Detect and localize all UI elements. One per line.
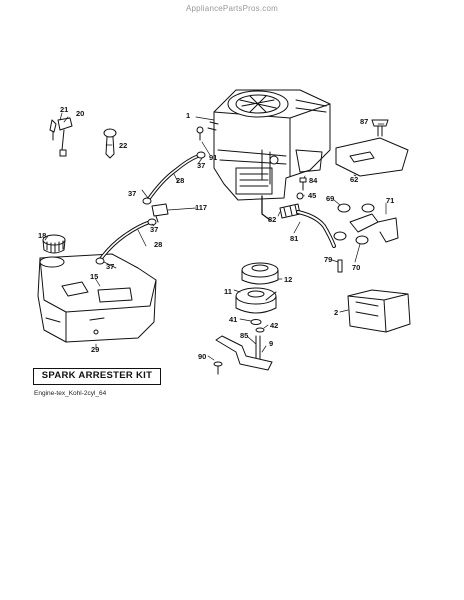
callout-82: 82	[268, 215, 276, 224]
fuel-tank[interactable]	[37, 253, 157, 343]
hose-clamp-2[interactable]	[142, 197, 152, 205]
callout-15: 15	[90, 272, 98, 281]
callout-18: 18	[38, 231, 46, 240]
bearing-41[interactable]	[250, 319, 262, 325]
callout-81: 81	[290, 234, 298, 243]
hose-clamp-1[interactable]	[196, 151, 206, 159]
engine-assembly[interactable]	[207, 89, 331, 221]
callout-41: 41	[229, 315, 237, 324]
clutch-bracket-9[interactable]	[215, 335, 273, 371]
callout-42: 42	[270, 321, 278, 330]
screw-91[interactable]	[196, 126, 204, 141]
spark-arrester-kit-label: SPARK ARRESTER KIT	[33, 368, 161, 385]
callout-37b: 37	[128, 189, 136, 198]
muffler[interactable]	[347, 289, 411, 333]
callout-28a: 28	[176, 176, 184, 185]
callout-69: 69	[326, 194, 334, 203]
callout-11: 11	[224, 287, 232, 296]
callout-70: 70	[352, 263, 360, 272]
bolt-87[interactable]	[371, 119, 389, 137]
callout-1: 1	[186, 111, 190, 120]
bolt-84[interactable]	[299, 177, 307, 191]
callout-21: 21	[60, 105, 68, 114]
bolt-90[interactable]	[213, 361, 223, 375]
callout-29: 29	[91, 345, 99, 354]
clamp-70[interactable]	[333, 231, 369, 245]
fitting-82[interactable]	[279, 203, 301, 219]
bolt-79[interactable]	[337, 259, 343, 273]
callout-37d: 37	[106, 262, 114, 271]
hose-clamp-3[interactable]	[147, 218, 157, 226]
bumper-plug[interactable]	[103, 128, 117, 159]
muffler-bracket-71[interactable]	[349, 213, 399, 243]
callout-85: 85	[240, 331, 248, 340]
callout-90: 90	[198, 352, 206, 361]
callout-84: 84	[309, 176, 318, 185]
callout-45: 45	[308, 191, 316, 200]
fuel-shutoff-valve[interactable]	[57, 117, 73, 157]
electric-pto-clutch[interactable]	[235, 287, 277, 314]
callout-79: 79	[324, 255, 332, 264]
callout-22: 22	[119, 141, 127, 150]
callout-numbers: 1 21 20 22 18 15 28 28 37 37 37 37 117 9…	[38, 105, 394, 361]
callout-12: 12	[284, 275, 292, 284]
nut-45[interactable]	[296, 192, 304, 200]
engine-pulley[interactable]	[241, 262, 279, 285]
diagram-caption: Engine-tex_Kohl-2cyl_64	[34, 390, 107, 397]
fuel-cap[interactable]	[42, 234, 66, 254]
callout-2: 2	[334, 308, 338, 317]
muffler-hose[interactable]	[296, 210, 336, 248]
callout-71: 71	[386, 196, 394, 205]
fuel-filter[interactable]	[151, 203, 169, 223]
clamp-69[interactable]	[337, 203, 375, 213]
heat-shield[interactable]	[335, 137, 409, 177]
fuel-line-upper[interactable]	[146, 154, 200, 202]
leader-lines	[44, 112, 387, 361]
callout-87: 87	[360, 117, 368, 126]
callout-37c: 37	[150, 225, 158, 234]
fuel-line-clamp[interactable]	[49, 119, 57, 141]
callout-20: 20	[76, 109, 84, 118]
callout-117: 117	[195, 203, 207, 212]
fuel-line-lower[interactable]	[98, 220, 152, 262]
bolt-85[interactable]	[255, 335, 261, 363]
callout-28b: 28	[154, 240, 162, 249]
washer-42[interactable]	[255, 327, 265, 333]
hose-clamp-4[interactable]	[95, 257, 105, 265]
callout-91: 91	[209, 153, 217, 162]
callout-37a: 37	[197, 161, 205, 170]
watermark: AppliancePartsPros.com	[186, 4, 278, 13]
callout-9: 9	[269, 339, 273, 348]
callout-62: 62	[350, 175, 358, 184]
